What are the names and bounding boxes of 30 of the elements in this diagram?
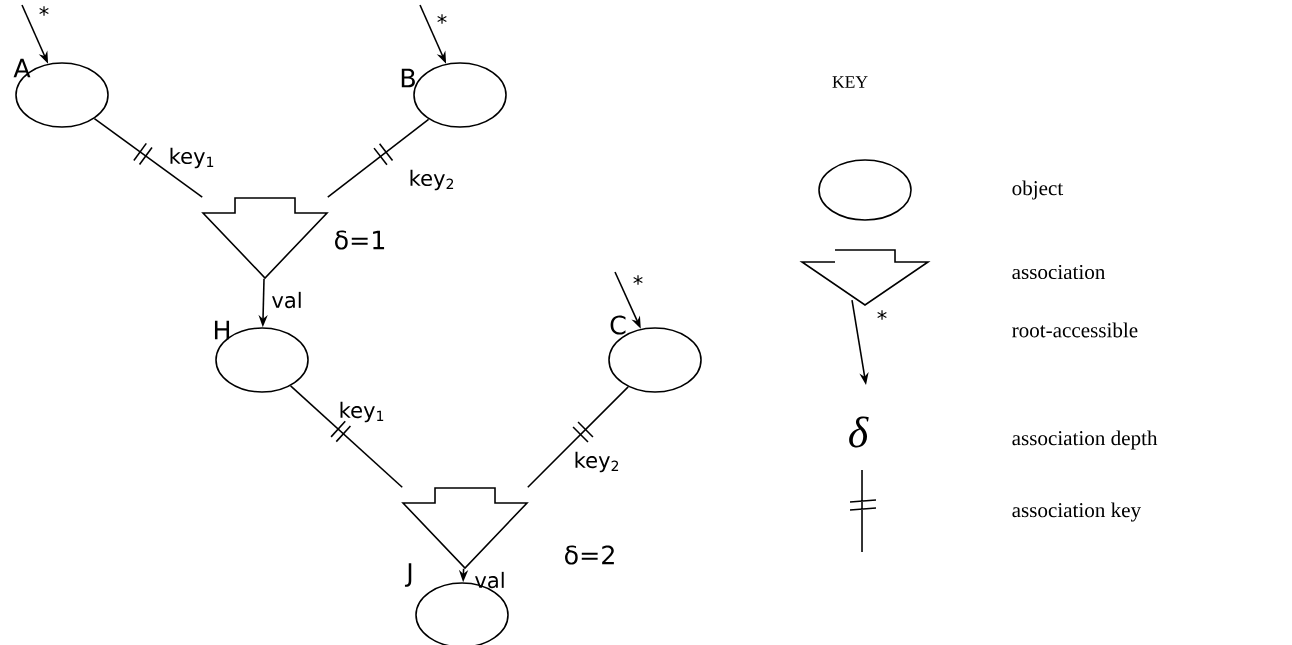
node-letter: B [401, 68, 415, 88]
delta-symbol: δ [849, 416, 869, 448]
object-ellipse [413, 62, 507, 128]
association-key-line [289, 385, 403, 488]
edge-label: * [39, 6, 49, 16]
node-letter: A [13, 58, 31, 78]
association-key-line [327, 118, 430, 198]
node-letter: H [214, 320, 230, 340]
legend-text: root-accessible [1012, 322, 1138, 338]
node-letter: C [610, 315, 626, 335]
legend-text: association depth [1012, 430, 1158, 450]
association-key-line [93, 117, 203, 198]
edge-label: key$_{2}$ [410, 169, 454, 191]
edge-label: * [437, 14, 447, 24]
edge-label: val [475, 571, 504, 589]
edge-label: key$_{1}$ [170, 147, 214, 169]
edge-label: key$_{1}$ [340, 401, 384, 423]
edge-label: val [272, 291, 301, 309]
edge-label: key$_{2}$ [575, 451, 619, 473]
association-arrow [201, 197, 329, 280]
star-symbol: * [877, 310, 887, 320]
legend-text: association key [1012, 502, 1142, 522]
node-letter: δ=1 [335, 230, 385, 250]
node-letter: δ=2 [565, 545, 614, 565]
node-letter: J [404, 563, 412, 587]
edge-label: * [633, 275, 643, 285]
association-key-line [527, 386, 629, 488]
key-heading: KEY [832, 76, 868, 88]
legend-text: association [1012, 264, 1106, 280]
legend-text: object [1012, 180, 1064, 200]
